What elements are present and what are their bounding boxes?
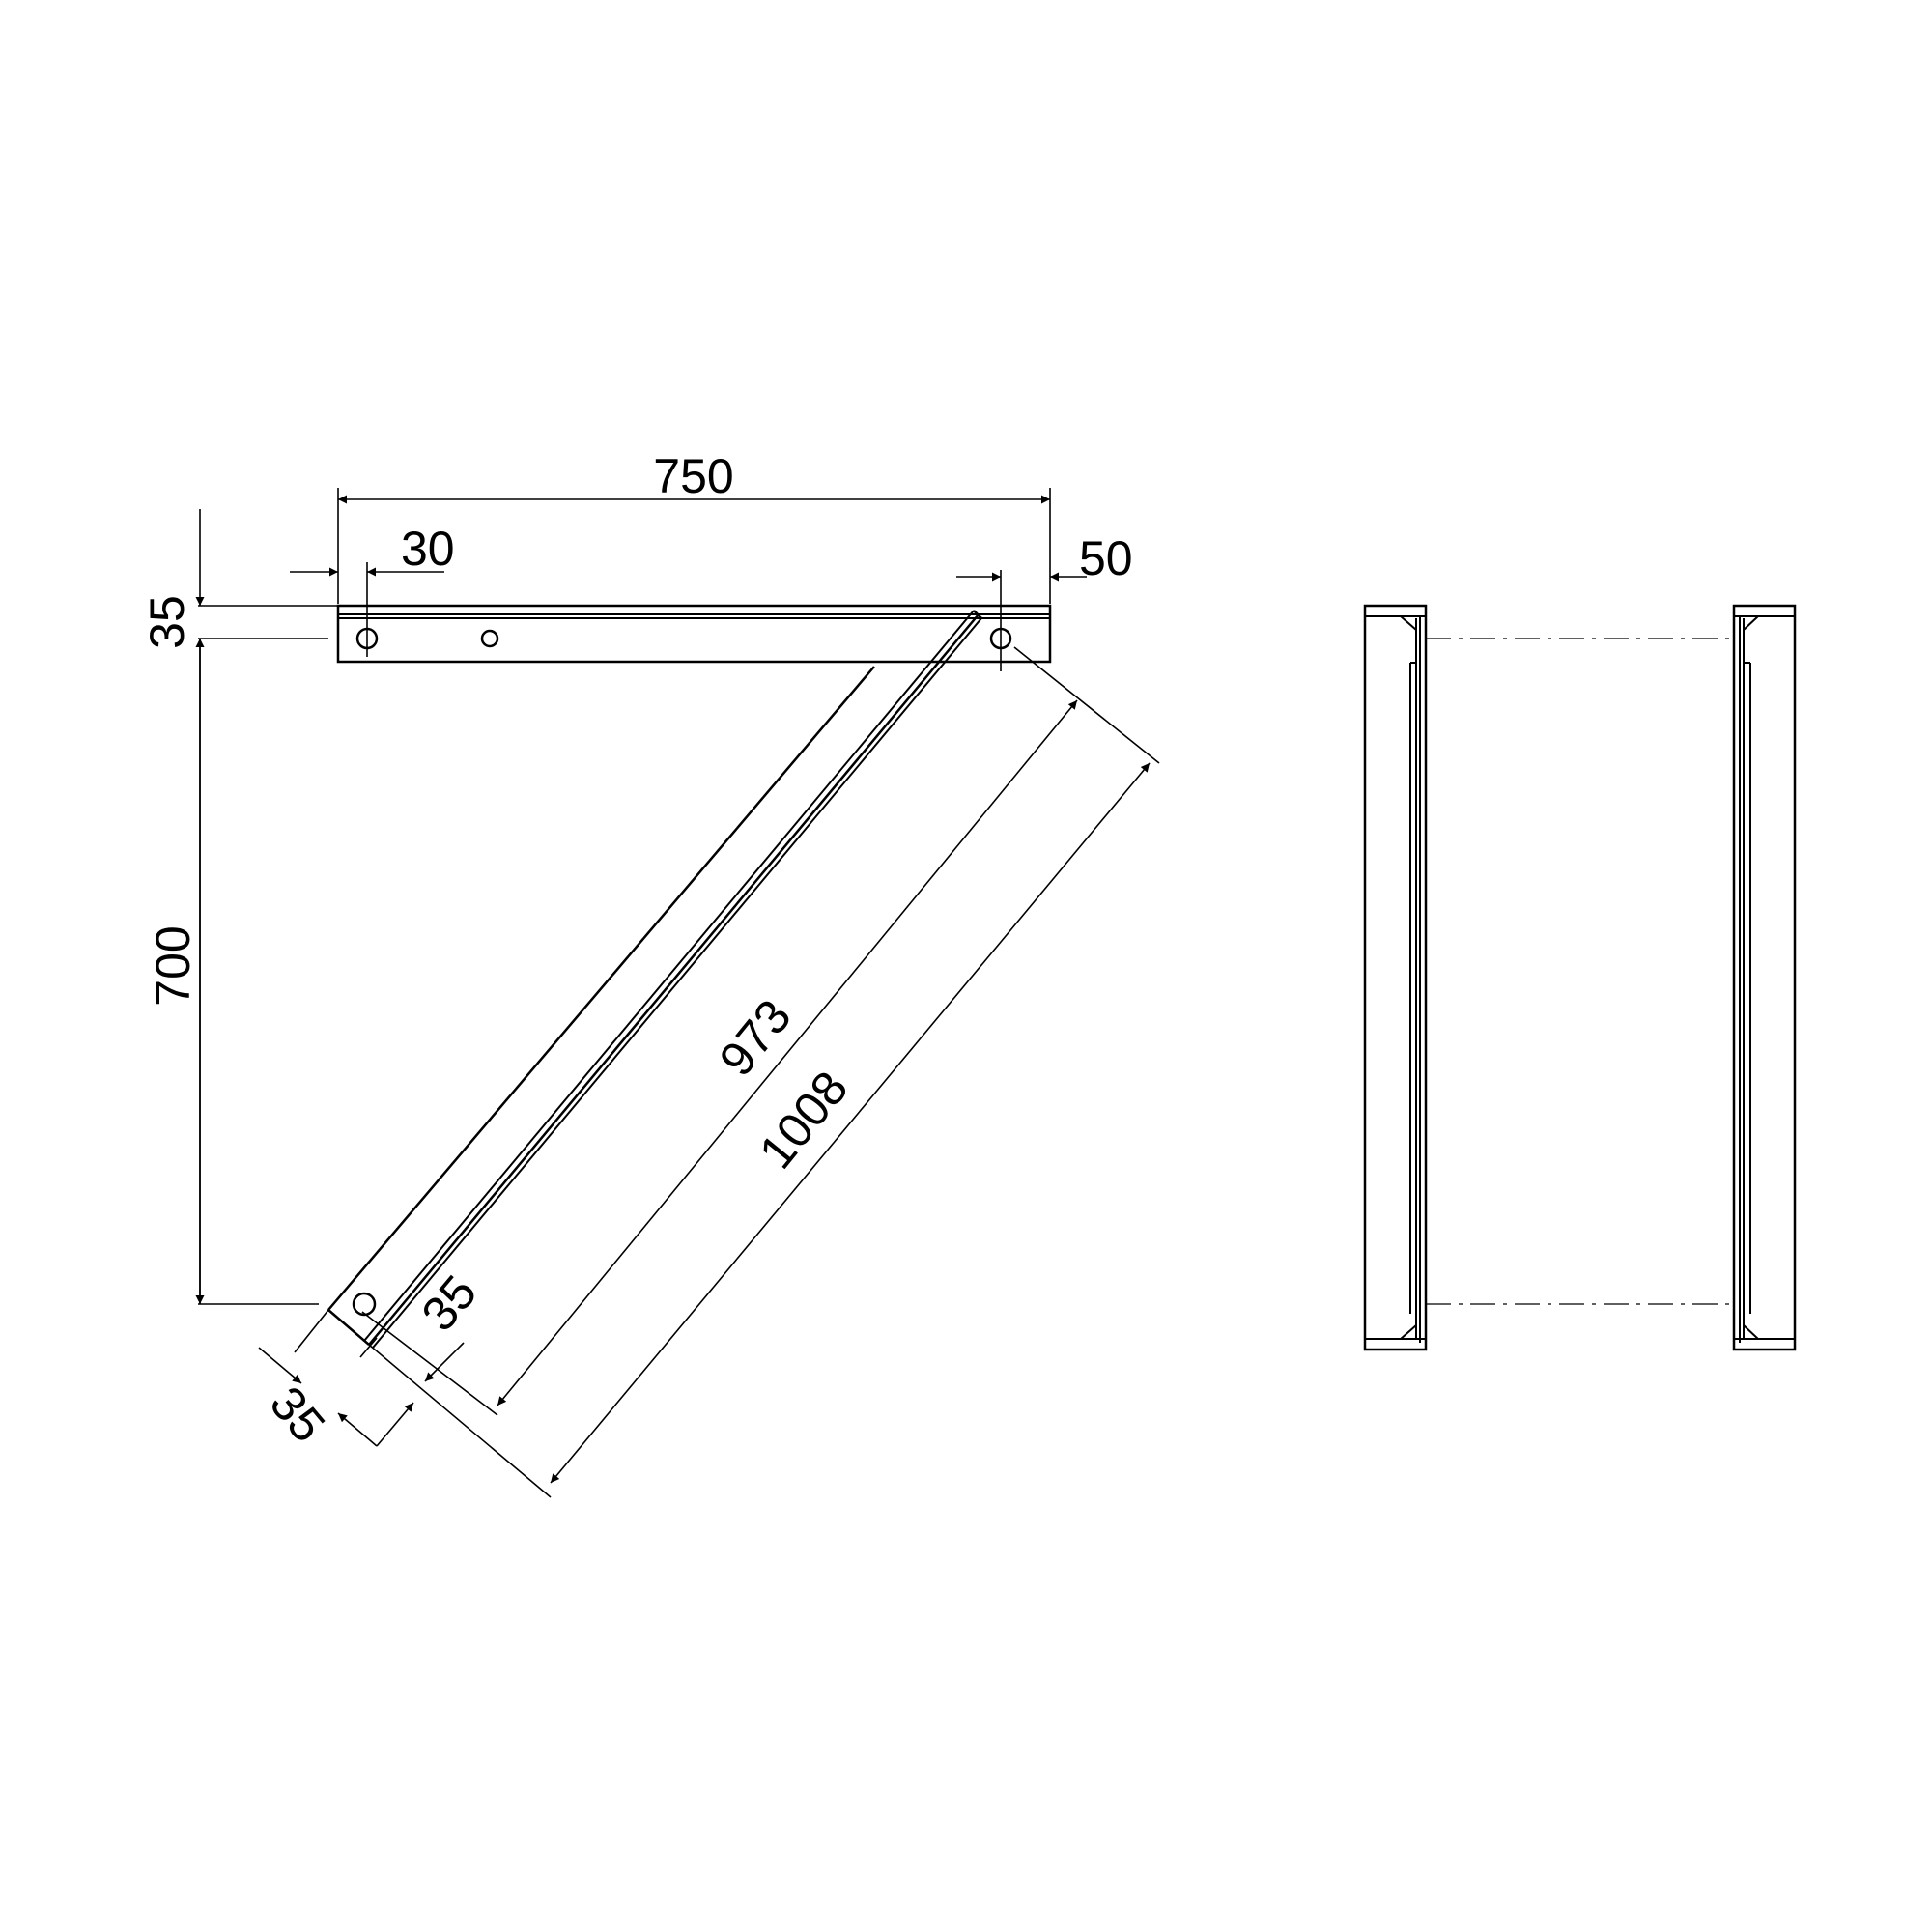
side-profile-right — [1732, 604, 1797, 1351]
dimension-lines — [195, 488, 1160, 1498]
diagonal-brace — [327, 610, 982, 1349]
dim-bar-height: 35 — [140, 595, 194, 649]
bracket-front-view — [327, 604, 1052, 1349]
dimension-labels: 750 30 50 35 700 973 1008 35 35 — [140, 449, 1133, 1452]
dim-vertical-height: 700 — [146, 925, 200, 1006]
dim-brace-length-inner: 973 — [709, 989, 802, 1086]
side-profile-left — [1363, 604, 1428, 1351]
mounting-hole-bottom — [352, 1292, 377, 1317]
bracket-side-view — [1363, 604, 1797, 1351]
dim-hole-offset-left: 30 — [401, 522, 455, 576]
dim-overall-width: 750 — [653, 449, 733, 503]
horizontal-arm — [336, 604, 1052, 664]
mounting-hole-middle — [480, 629, 499, 648]
dim-brace-width-a: 35 — [260, 1377, 336, 1453]
dim-brace-width-b: 35 — [412, 1265, 488, 1342]
dim-hole-offset-right: 50 — [1079, 531, 1133, 585]
